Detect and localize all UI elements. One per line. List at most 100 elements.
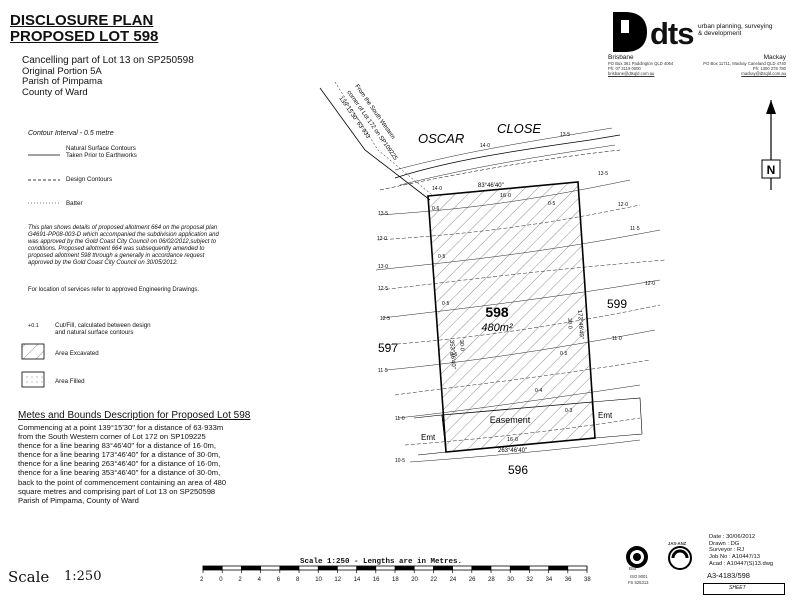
legend-natural-text: Natural Surface Contours Taken Prior to …: [66, 145, 137, 159]
cut-label: 0·6: [432, 206, 439, 212]
contour-label: 14·0: [480, 143, 490, 149]
subtitle-line-4: County of Ward: [22, 86, 88, 98]
info-block: Date : 30/06/2012 Drawn : DG Surveyor : …: [709, 534, 773, 568]
contour-label: 12·0: [618, 202, 628, 208]
metes-line: thence for a line bearing 353°46'40" for…: [18, 468, 221, 478]
bearing-top: 83°46'40": [478, 183, 504, 189]
cut-label: 0·4: [535, 388, 542, 394]
metes-title: Metes and Bounds Description for Propose…: [18, 410, 251, 421]
metes-body: Commencing at a point 139°15'30" for a d…: [18, 423, 318, 505]
sheet-box: [703, 583, 785, 595]
cut-label: 0·5: [548, 201, 555, 207]
easement-label: Easement: [490, 415, 531, 425]
scale-caption: Scale 1:250 - Lengths are in Metres.: [300, 558, 463, 566]
legend-cutfill-text: Cut/Fill, calculated between design and …: [55, 322, 151, 336]
sheet-label: SHEET: [729, 585, 746, 591]
contour-labels: 14·0 13·5 13·5 13·0 13·0 12·5 12·5 12·0 12·0 11·5…: [377, 132, 655, 464]
contour-label: 12·5: [380, 316, 390, 322]
scale-tick-label: 18: [392, 577, 399, 583]
scale-tick-label: 2: [200, 577, 204, 583]
contour-label: 11·5: [378, 368, 388, 374]
office-brisbane: Brisbane PO Box 361 Paddington QLD 4064 …: [608, 54, 674, 76]
scale-segment: [433, 566, 453, 570]
scale-label: Scale: [8, 568, 50, 586]
scale-tick-label: 30: [507, 577, 514, 583]
cut-label: 0·5: [450, 352, 457, 358]
plan-number: A3-4183/598: [707, 571, 750, 580]
plan-subtitle: Cancelling part of Lot 13 on SP250598 Or…: [22, 55, 194, 98]
cut-label: 0·5: [560, 351, 567, 357]
distance-bottom: 16·0: [507, 437, 518, 443]
info-drawn: Drawn : DG: [709, 540, 740, 547]
contour-label: 13·0: [377, 236, 387, 242]
lot-596-label: 596: [508, 463, 528, 477]
scale-segment: [318, 566, 338, 570]
north-label: N: [767, 163, 776, 177]
emt-right-label: Emt: [598, 411, 613, 420]
scale-tick-label: 12: [334, 577, 342, 583]
subtitle-line-1: Cancelling part of Lot 13 on SP250598: [22, 55, 194, 66]
metes-line: thence for a line bearing 83°46'40" for …: [18, 441, 216, 451]
contour-label: 13·5: [378, 211, 388, 217]
scale-tick-label: 16: [372, 577, 380, 583]
contour-label: 13·5: [560, 132, 570, 138]
cut-label: 0·5: [442, 301, 449, 307]
plan-title: DISCLOSURE PLAN PROPOSED LOT 598: [10, 13, 158, 45]
services-note: For location of services refer to approv…: [28, 287, 200, 293]
scale-segment: [510, 566, 530, 570]
company-tagline: urban planning, surveying & development: [698, 23, 773, 37]
bearing-bottom: 263°46'40": [498, 448, 527, 454]
scale-bar: [202, 565, 588, 573]
contour-label: 12·0: [645, 281, 655, 287]
cutfill-sample: +0.1: [28, 323, 39, 329]
distance-left: 30·0: [458, 340, 465, 351]
office-mackay: Mackay PO Box 11711, Mackay Caneland QLD…: [703, 54, 786, 76]
corner-note-2: corner of Lot 172 on SP109225: [345, 90, 398, 162]
scale-tick-label: 32: [526, 577, 534, 583]
legend-filled-text: Area Filled: [55, 378, 85, 385]
contour-interval: Contour Interval - 0.5 metre: [28, 130, 114, 137]
scale-tick-label: 38: [584, 577, 591, 583]
scale-tick-label: 14: [353, 577, 361, 583]
lot-area: 480m²: [481, 322, 513, 334]
metes-line: back to the point of commencement contai…: [18, 477, 227, 487]
scale-tick-label: 34: [545, 577, 553, 583]
jas-label: JAS-ANZ: [668, 541, 687, 546]
title-line-2: PROPOSED LOT 598: [10, 28, 159, 45]
scale-tick-label: 26: [468, 577, 476, 583]
contour-label: 13·5: [598, 171, 608, 177]
logo-text: dts: [650, 16, 694, 51]
street-name-1: OSCAR: [418, 131, 464, 146]
info-job: Job No : A10447/13: [709, 554, 760, 561]
bsi-label: BSI: [629, 566, 637, 571]
scale-tick-label: 4: [257, 577, 261, 583]
metes-line: square metres and comprising part of Lot…: [18, 486, 216, 496]
dts-logo-icon: [613, 12, 647, 52]
subtitle-line-3: Parish of Pimpama: [22, 76, 103, 87]
contour-label: 10·5: [395, 458, 405, 464]
info-date: Date : 30/06/2012: [709, 534, 756, 540]
metes-line: Commencing at a point 139°15'30" for a d…: [18, 423, 224, 432]
info-surveyor: Surveyor : RJ: [709, 547, 745, 554]
scale-tick-label: 24: [449, 577, 457, 583]
contour-label: 11·5: [630, 226, 640, 232]
certification-marks: [626, 546, 692, 570]
lot-597-label: 597: [378, 341, 398, 355]
cut-label: 0·5: [438, 254, 445, 260]
legend-excavated-swatch: [21, 343, 45, 360]
easement-right-extension: [591, 397, 643, 439]
contour-label: 12·5: [378, 286, 388, 292]
plan-note: This plan shows details of proposed allo…: [28, 225, 219, 266]
scale-tick-label: 8: [296, 577, 300, 583]
bearing-left: 353°46'40": [448, 340, 456, 369]
subtitle-line-2: Original Portion 5A: [22, 65, 102, 77]
scale-segment: [548, 566, 568, 570]
scale-tick-label: 0: [219, 577, 223, 583]
contour-label: 11·0: [395, 416, 405, 422]
metes-line: thence for a line bearing 173°46'40" for…: [18, 450, 221, 460]
contour-label: 13·0: [378, 264, 388, 270]
bsi-iso: ISO 9001: [630, 574, 648, 579]
scale-segment: [395, 566, 415, 570]
distance-right: 30·0: [566, 318, 573, 329]
